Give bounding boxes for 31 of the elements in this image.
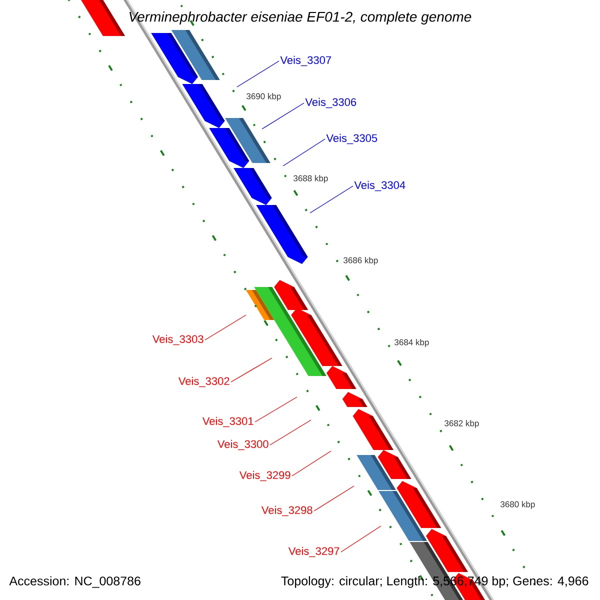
leader-line (292, 450, 332, 476)
gene-label: Veis_3303 (152, 334, 204, 346)
gene-label: Veis_3302 (178, 376, 230, 388)
leader-line (204, 314, 246, 340)
tick-label: 3688 kbp (294, 175, 328, 183)
gene-label: Veis_3300 (217, 440, 268, 450)
tick-label: 3686 kbp (344, 257, 378, 265)
tick-label: 3682 kbp (444, 420, 479, 428)
gene-label: Veis_3299 (239, 470, 290, 482)
gene-label: Veis_3307 (280, 56, 332, 66)
info-text: Topology: circular; Length: 5,566,749 bp; Genes: 4,966 (281, 576, 588, 588)
leader-line (282, 138, 326, 166)
leader-line (230, 358, 272, 382)
leader-line (340, 526, 382, 552)
leader-line (254, 396, 298, 422)
genome-title: Verminephrobacter eiseniae EF01-2, complete genome (129, 11, 472, 25)
gene-label: Veis_3305 (326, 134, 378, 144)
gene-label: Veis_3298 (261, 506, 312, 516)
info-text: Accession: NC_008786 (9, 576, 140, 588)
gene-label: Veis_3301 (202, 416, 254, 428)
leader-line (236, 60, 280, 88)
gene-label: Veis_3297 (288, 546, 340, 558)
tick-label: 3684 kbp (394, 339, 429, 347)
leader-line (270, 420, 312, 446)
gene-label: Veis_3304 (354, 180, 406, 192)
leader-line (262, 102, 304, 130)
tick-label: 3690 kbp (246, 93, 281, 101)
leader-line (314, 486, 354, 512)
gene-label: Veis_3306 (305, 98, 356, 108)
leader-line (310, 186, 354, 214)
tick-label: 3680 kbp (500, 501, 535, 509)
